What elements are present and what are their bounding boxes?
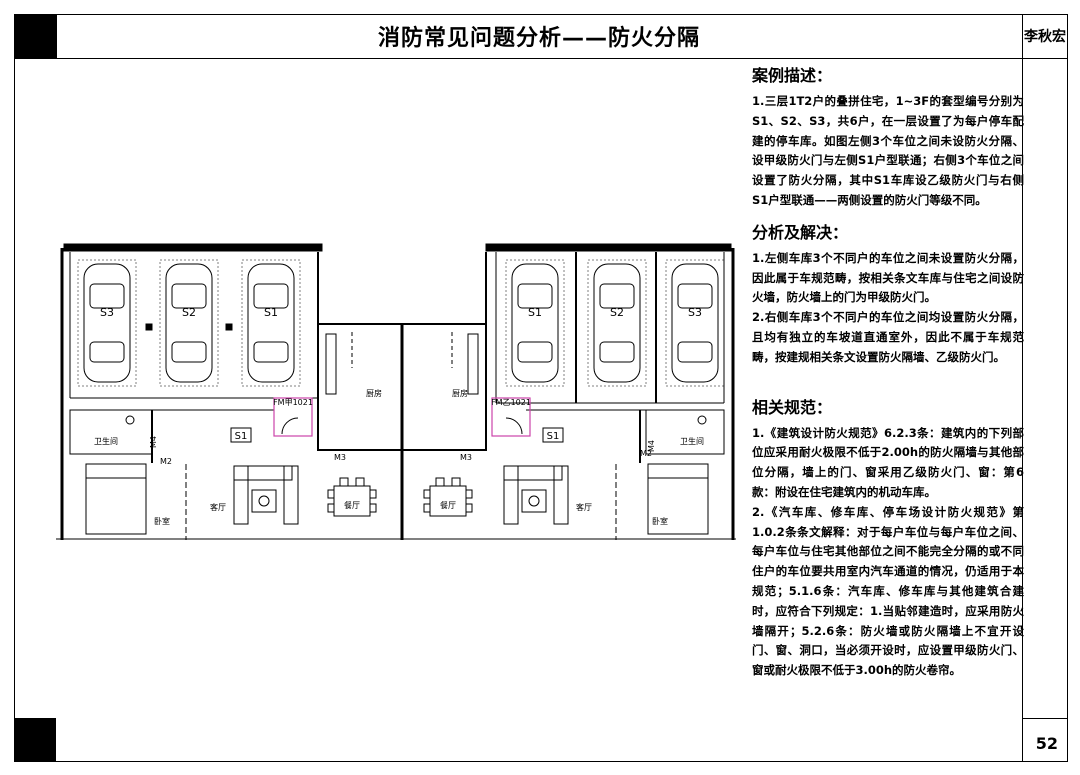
kitchen-right: [401, 323, 487, 451]
case-heading: 案例描述：: [752, 66, 833, 85]
door-tag-m2-left: M2: [160, 457, 172, 466]
kitchen-label-right: 厨房: [452, 388, 468, 398]
column: [225, 323, 233, 331]
door-tag-m3-right: M3: [460, 453, 472, 462]
page-number: 52: [1035, 734, 1058, 753]
bathroom-label-right: 卫生间: [680, 436, 704, 446]
door-tag-m3-left: M3: [334, 453, 346, 462]
kitchen-counter: [325, 333, 337, 395]
toilet-icon: [697, 415, 707, 425]
corner-block-top-left: [14, 14, 56, 58]
living-label-left: 客厅: [210, 502, 226, 512]
unit-tag-right: [542, 427, 564, 443]
page-title: 消防常见问题分析——防火分隔: [377, 26, 700, 51]
kitchen-left: [317, 323, 403, 451]
unit-label-right: S1: [547, 431, 560, 442]
header-divider: [14, 58, 1068, 59]
bathroom-right: [645, 409, 725, 455]
text-column: 案例描述： 1.三层1T2户的叠拼住宅，1~3F的套型编号分别为S1、S2、S3…: [752, 62, 1024, 681]
header-left-divider: [56, 14, 57, 58]
car-s1-right: [505, 259, 565, 387]
codes-heading: 相关规范：: [752, 397, 833, 417]
fire-door-label-right: FM乙1021: [491, 398, 531, 407]
corner-block-bottom-left: [14, 718, 56, 762]
bed-left: [85, 463, 147, 535]
page-frame: [14, 14, 1068, 762]
codes-item-1: 1.《建筑设计防火规范》6.2.3条：建筑内的下列部位应采用耐火极限不低于2.0…: [752, 425, 1024, 499]
bathroom-label-left: 卫生间: [94, 436, 118, 446]
case-body: 1.三层1T2户的叠拼住宅，1~3F的套型编号分别为S1、S2、S3，共6户，在…: [752, 94, 1024, 207]
door-tag-m4-right: M4: [647, 440, 656, 452]
kitchen-counter: [467, 333, 479, 395]
right-column-divider: [1022, 14, 1023, 762]
fire-door-left-highlight: [273, 397, 313, 437]
door-tag-m4-left: M4: [149, 436, 158, 448]
car-s2-right: [587, 259, 647, 387]
unit-tag-left: [230, 427, 252, 443]
space-label-right-1: S1: [528, 306, 542, 319]
door-tag-m2-right: M2: [640, 449, 652, 458]
bedroom-label-left: 卧室: [154, 516, 170, 526]
kitchen-label-left: 厨房: [366, 388, 382, 398]
door-swing: [505, 417, 523, 435]
car-s1-left: [241, 259, 301, 387]
author-name: 李秋宏: [1024, 29, 1066, 45]
space-label-left-3: S1: [264, 306, 278, 319]
living-label-right: 客厅: [576, 502, 592, 512]
column: [145, 323, 153, 331]
car-s3-left: [77, 259, 137, 387]
sofa-group-right: [503, 465, 569, 525]
wall: [485, 243, 732, 252]
space-label-left-1: S3: [100, 306, 114, 319]
codes-item-2: 2.《汽车库、修车库、停车场设计防火规范》第1.0.2条条文解释：对于每户车位与…: [752, 504, 1024, 678]
analysis-heading: 分析及解决：: [752, 222, 849, 242]
fire-door-label-left: FM甲1021: [273, 398, 313, 407]
floor-plan: S3 S2 S1 S1 S2 S3 厨房 厨房 FM甲1021 FM乙1021 …: [56, 243, 736, 540]
space-label-right-3: S3: [688, 306, 702, 319]
analysis-item-1: 1.左侧车库3个不同户的车位之间未设置防火分隔，因此属于车规范畴，按相关条文车库…: [752, 250, 1024, 305]
dining-table-right: [423, 477, 473, 517]
car-s3-right: [665, 259, 725, 387]
dining-label-right: 餐厅: [440, 501, 456, 510]
door-swing: [281, 417, 299, 435]
unit-label-left: S1: [235, 431, 248, 442]
space-label-right-2: S2: [610, 306, 624, 319]
dining-table-left: [327, 477, 377, 517]
bed-right: [647, 463, 709, 535]
analysis-item-2: 2.右侧车库3个不同户的车位之间均设置防火分隔，且均有独立的车坡道直通室外，因此…: [752, 310, 1024, 364]
bathroom-left: [69, 409, 153, 455]
sofa-group-left: [233, 465, 299, 525]
bedroom-label-right: 卧室: [652, 516, 668, 526]
page-number-divider: [1022, 718, 1068, 719]
wall: [63, 243, 323, 252]
space-label-left-2: S2: [182, 306, 196, 319]
dining-label-left: 餐厅: [344, 501, 360, 510]
car-s2-left: [159, 259, 219, 387]
fire-door-right-highlight: [491, 397, 531, 437]
toilet-icon: [125, 415, 135, 425]
